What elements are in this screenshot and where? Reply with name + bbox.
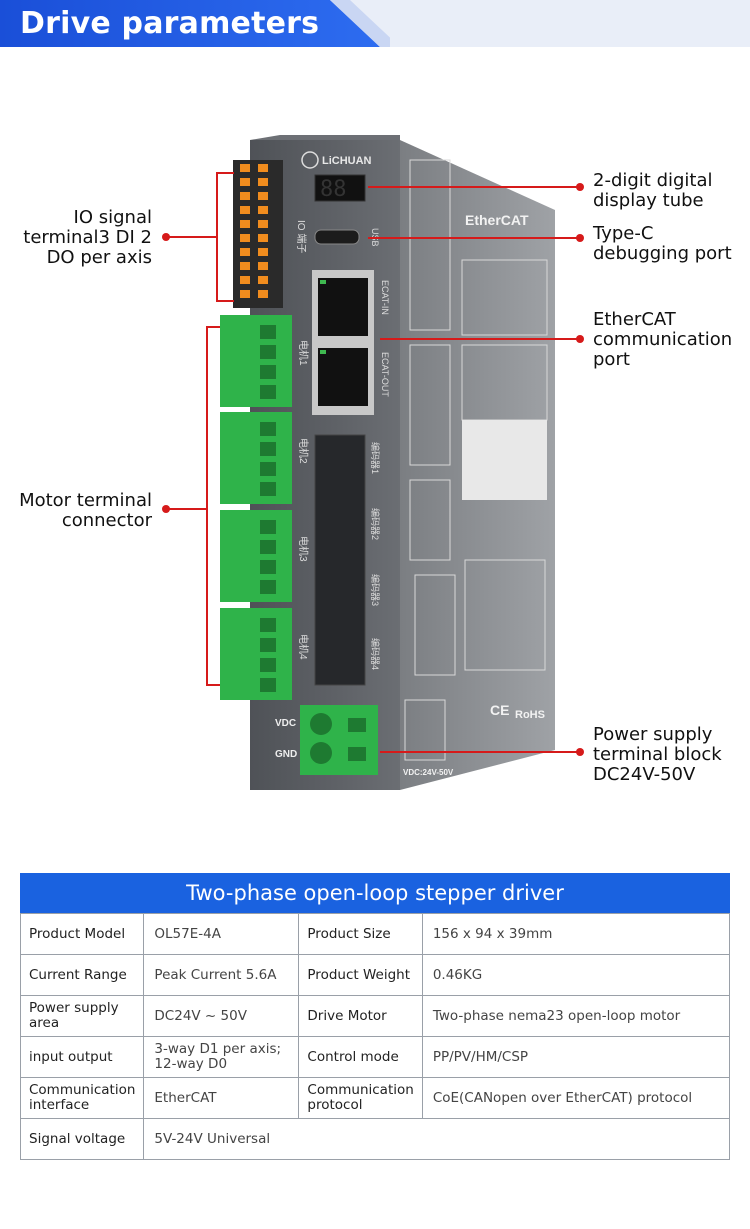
ecat-in-label: ECAT-IN: [380, 280, 390, 315]
io-callout-line: [165, 236, 217, 238]
spec-value: 0.46KG: [421, 954, 731, 996]
banner-blue-shape: [0, 0, 380, 47]
power-callout-label: Power supply terminal block DC24V-50V: [593, 724, 722, 785]
encoder3-label: 编码器3: [370, 574, 381, 606]
motor-callout-label: Motor terminal connector: [19, 490, 152, 531]
table-row: Product Model OL57E-4A Product Size 156 …: [19, 913, 731, 955]
io-callout-dot: [162, 233, 170, 241]
io-callout-label: IO signal terminal3 DI 2 DO per axis: [23, 207, 152, 268]
typec-callout-label: Type-C debugging port: [593, 223, 732, 264]
motor3-label: 电机3: [297, 536, 310, 562]
power-callout-line: [380, 751, 580, 753]
table-row: Signal voltage 5V-24V Universal: [19, 1118, 730, 1160]
typec-callout-dot: [576, 234, 584, 242]
ecat-out-label: ECAT-OUT: [380, 352, 390, 397]
display-callout-dot: [576, 183, 584, 191]
spec-key: Product Size: [298, 913, 423, 955]
parameter-table: Two-phase open-loop stepper driver Produ…: [19, 873, 731, 1160]
vdc-label: VDC: [275, 718, 296, 729]
ce-mark: CE: [490, 702, 509, 718]
brand-logo-icon: [301, 151, 319, 169]
spec-value: OL57E-4A: [143, 913, 300, 955]
spec-key: Communication interface: [19, 1077, 145, 1119]
spec-key: Current Range: [19, 954, 145, 996]
io-port-label: IO 端子: [295, 220, 308, 253]
spec-key: Control mode: [298, 1036, 423, 1078]
spec-table: Product Model OL57E-4A Product Size 156 …: [19, 913, 731, 1160]
encoder4-label: 编码器4: [370, 638, 381, 670]
spec-value: EtherCAT: [143, 1077, 300, 1119]
encoder2-label: 编码器2: [370, 508, 381, 540]
ethercat-logo: EtherCAT: [465, 212, 529, 228]
display-callout-label: 2-digit digital display tube: [593, 170, 713, 211]
ethercat-callout-line: [380, 338, 580, 340]
spec-key: Product Model: [19, 913, 145, 955]
header-banner: Drive parameters: [0, 0, 750, 47]
table-row: input output 3-way D1 per axis; 12-way D…: [19, 1036, 731, 1078]
gnd-label: GND: [275, 749, 297, 760]
ethercat-callout-dot: [576, 335, 584, 343]
spec-key: input output: [19, 1036, 145, 1078]
ethercat-callout-label: EtherCAT communication port: [593, 309, 733, 370]
motor1-label: 电机1: [297, 340, 310, 366]
brand-text: LiCHUAN: [322, 155, 372, 167]
motor-callout-dot: [162, 505, 170, 513]
spec-value: 156 x 94 x 39mm: [421, 913, 731, 955]
spec-value: Peak Current 5.6A: [143, 954, 300, 996]
driver-device-image: LiCHUAN 88 IO 端子 USB ECAT-IN ECAT-OUT: [220, 135, 555, 790]
io-callout-bracket: [216, 172, 218, 302]
spec-key: Power supply area: [19, 995, 145, 1037]
spec-value: CoE(CANopen over EtherCAT) protocol: [421, 1077, 731, 1119]
motor2-label: 电机2: [297, 438, 310, 464]
spec-value: Two-phase nema23 open-loop motor: [421, 995, 731, 1037]
motor-callout-bracket: [206, 326, 208, 686]
rohs-mark: RoHS: [515, 709, 545, 721]
table-row: Current Range Peak Current 5.6A Product …: [19, 954, 731, 996]
motor-callout-line: [165, 508, 207, 510]
io-callout-tick-top: [216, 172, 234, 174]
motor-terminals: [220, 315, 292, 700]
spec-key: Signal voltage: [19, 1118, 145, 1160]
spec-value: 3-way D1 per axis; 12-way D0: [143, 1036, 300, 1078]
table-title: Two-phase open-loop stepper driver: [20, 873, 730, 913]
spec-key: Drive Motor: [298, 995, 423, 1037]
seven-seg-display: 88: [320, 177, 347, 202]
typec-callout-line: [368, 237, 580, 239]
spec-value: 5V-24V Universal: [143, 1118, 730, 1160]
encoder1-label: 编码器1: [370, 442, 381, 474]
spec-value: PP/PV/HM/CSP: [421, 1036, 731, 1078]
spec-key: Communication protocol: [298, 1077, 423, 1119]
io-callout-tick-bottom: [216, 300, 234, 302]
motor-callout-tick-bottom: [206, 684, 220, 686]
spec-key: Product Weight: [298, 954, 423, 996]
motor-callout-tick-top: [206, 326, 220, 328]
power-tag: VDC:24V-50V: [403, 768, 454, 777]
display-callout-line: [368, 186, 580, 188]
table-row: Power supply area DC24V ~ 50V Drive Moto…: [19, 995, 731, 1037]
spec-value: DC24V ~ 50V: [143, 995, 300, 1037]
table-row: Communication interface EtherCAT Communi…: [19, 1077, 731, 1119]
motor4-label: 电机4: [297, 634, 310, 660]
power-callout-dot: [576, 748, 584, 756]
page-title: Drive parameters: [20, 6, 320, 41]
